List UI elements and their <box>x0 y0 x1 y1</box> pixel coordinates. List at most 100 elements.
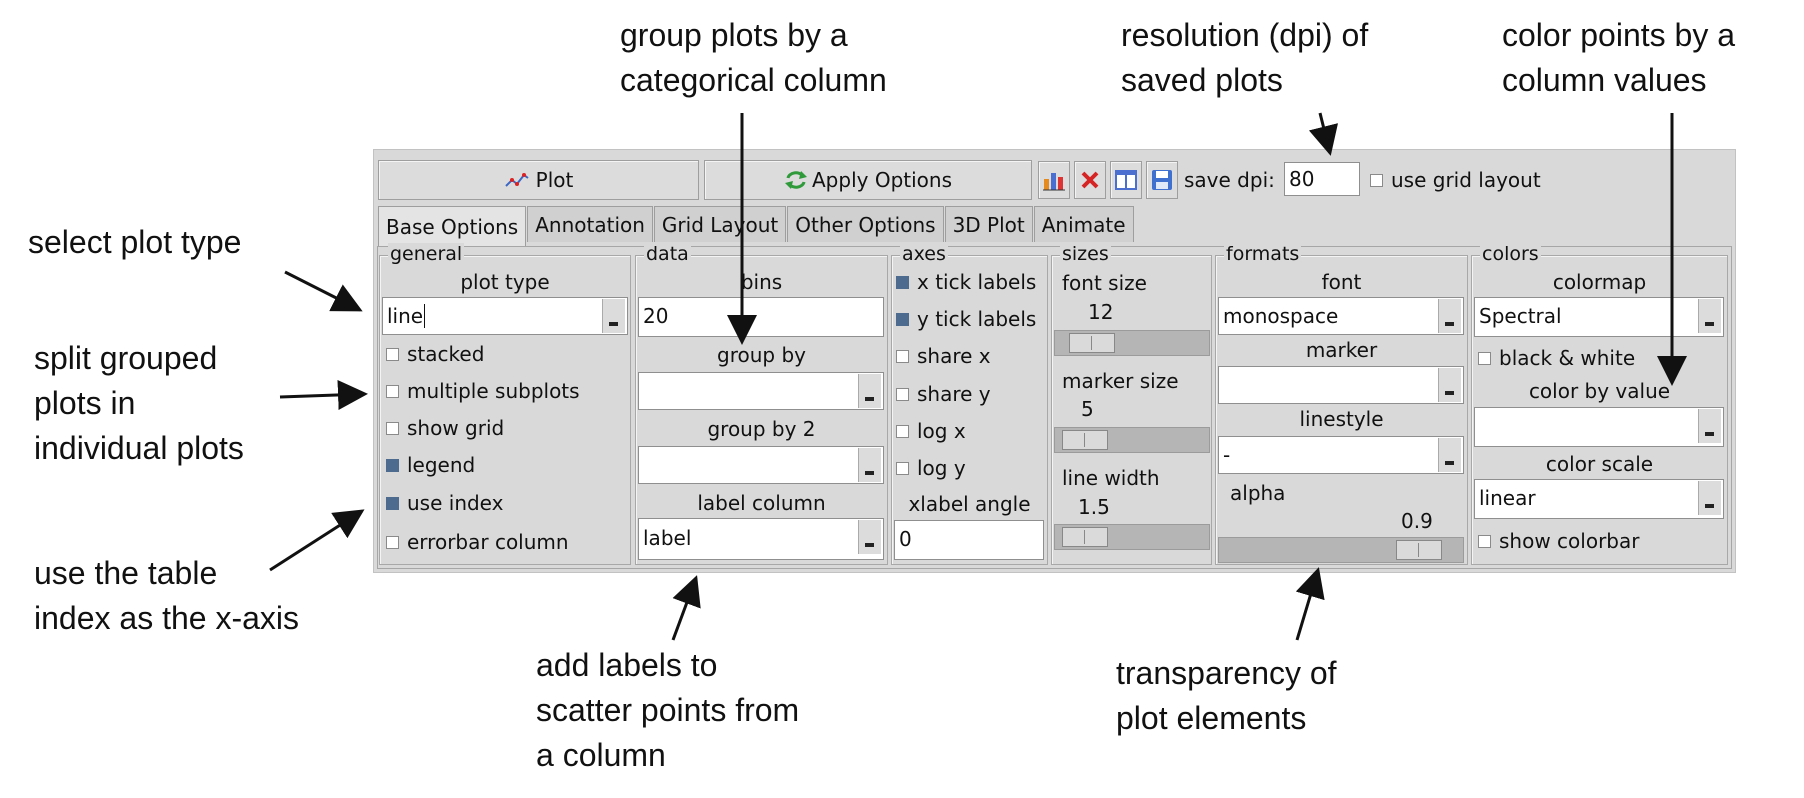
checkbox-label: log x <box>917 419 966 443</box>
save-dpi-input[interactable]: 80 <box>1284 162 1360 196</box>
use-index-checkbox[interactable]: use index <box>386 489 503 517</box>
bins-input[interactable]: 20 <box>638 297 884 337</box>
alpha-slider[interactable] <box>1218 537 1464 563</box>
chevron-down-icon[interactable] <box>1698 409 1721 443</box>
tab-other-options[interactable]: Other Options <box>787 206 944 242</box>
linestyle-select[interactable]: - <box>1218 436 1464 474</box>
refresh-icon <box>785 171 807 189</box>
checkbox-label: show grid <box>407 416 505 440</box>
slider-thumb[interactable] <box>1062 527 1109 547</box>
colormap-value: Spectral <box>1479 304 1562 328</box>
line-width-slider[interactable] <box>1054 524 1210 550</box>
checkbox-box[interactable] <box>896 387 909 401</box>
chevron-down-icon[interactable] <box>602 299 625 333</box>
log-y-checkbox[interactable]: log y <box>896 454 966 482</box>
split-layout-icon <box>1115 170 1137 190</box>
show-grid-checkbox[interactable]: show grid <box>386 414 504 442</box>
clear-button[interactable] <box>1074 161 1106 199</box>
checkbox-box[interactable] <box>896 424 909 438</box>
color-scale-value: linear <box>1479 486 1536 510</box>
xlabel-angle-input[interactable]: 0 <box>894 520 1044 560</box>
errorbar-column-checkbox[interactable]: errorbar column <box>386 528 569 556</box>
legend-checkbox[interactable]: legend <box>386 451 475 479</box>
chevron-down-icon[interactable] <box>1438 438 1461 472</box>
tab-bar: Base Options Annotation Grid Layout Othe… <box>378 206 1135 246</box>
arrow-plot-type <box>284 270 363 312</box>
x-tick-labels-checkbox[interactable]: x tick labels <box>896 268 1036 296</box>
chevron-down-icon[interactable] <box>858 374 881 408</box>
grid-layout-checkbox[interactable]: use grid layout <box>1370 166 1541 194</box>
checkbox-label: errorbar column <box>407 530 569 554</box>
checkbox-box[interactable] <box>386 384 399 398</box>
y-tick-labels-checkbox[interactable]: y tick labels <box>896 305 1036 333</box>
chevron-down-icon[interactable] <box>1438 299 1461 333</box>
plot-type-value: line <box>387 304 424 328</box>
tab-animate[interactable]: Animate <box>1033 206 1134 242</box>
black-white-checkbox[interactable]: black & white <box>1478 344 1635 372</box>
tab-3d-plot[interactable]: 3D Plot <box>944 206 1033 242</box>
checkbox-box[interactable] <box>1478 351 1491 365</box>
show-colorbar-checkbox[interactable]: show colorbar <box>1478 527 1639 555</box>
colormap-select[interactable]: Spectral <box>1474 297 1724 337</box>
checkbox-box[interactable] <box>386 535 399 549</box>
marker-size-slider[interactable] <box>1054 427 1210 453</box>
marker-select[interactable] <box>1218 366 1464 404</box>
data-title: data <box>644 243 691 265</box>
line-chart-icon <box>504 173 529 187</box>
annotation-transparency: transparency of plot elements <box>1116 655 1337 736</box>
multiple-subplots-checkbox[interactable]: multiple subplots <box>386 377 580 405</box>
checkbox-box[interactable] <box>896 275 909 289</box>
group-by-2-select[interactable] <box>638 446 884 484</box>
slider-thumb[interactable] <box>1395 540 1442 560</box>
grid-layout-box[interactable] <box>1370 173 1383 187</box>
slider-thumb[interactable] <box>1062 430 1109 450</box>
checkbox-box[interactable] <box>386 347 399 361</box>
color-by-value-select[interactable] <box>1474 407 1724 447</box>
log-x-checkbox[interactable]: log x <box>896 417 966 445</box>
axes-group: axes x tick labels y tick labels share x… <box>891 243 1048 565</box>
checkbox-label: log y <box>917 456 966 480</box>
checkbox-box[interactable] <box>1478 534 1491 548</box>
color-scale-label: color scale <box>1545 452 1654 476</box>
chevron-down-icon[interactable] <box>858 448 881 482</box>
label-column-select[interactable]: label <box>638 518 884 560</box>
checkbox-label: stacked <box>407 342 485 366</box>
chevron-down-icon[interactable] <box>1698 299 1721 333</box>
font-size-slider[interactable] <box>1054 330 1210 356</box>
color-scale-select[interactable]: linear <box>1474 479 1724 519</box>
checkbox-box[interactable] <box>896 349 909 363</box>
slider-thumb[interactable] <box>1069 333 1116 353</box>
checkbox-box[interactable] <box>386 421 399 435</box>
checkbox-box[interactable] <box>386 496 399 510</box>
bar-chart-button[interactable] <box>1038 161 1070 199</box>
checkbox-box[interactable] <box>386 458 399 472</box>
stacked-checkbox[interactable]: stacked <box>386 340 484 368</box>
alpha-label: alpha <box>1230 481 1286 505</box>
base-options-content: general plot type line stacked multiple … <box>377 243 1732 569</box>
group-by-label: group by <box>717 343 806 367</box>
apply-options-button[interactable]: Apply Options <box>704 160 1032 200</box>
tab-base-options[interactable]: Base Options <box>378 206 527 246</box>
checkbox-box[interactable] <box>896 312 909 326</box>
share-y-checkbox[interactable]: share y <box>896 380 991 408</box>
tab-annotation[interactable]: Annotation <box>527 206 653 242</box>
linestyle-value: - <box>1223 443 1231 467</box>
share-x-checkbox[interactable]: share x <box>896 342 991 370</box>
layout-button[interactable] <box>1110 161 1142 199</box>
checkbox-box[interactable] <box>896 461 909 475</box>
grid-layout-label: use grid layout <box>1391 168 1541 192</box>
font-select[interactable]: monospace <box>1218 297 1464 335</box>
data-group: data bins 20 group by group by 2 label c… <box>635 243 888 565</box>
tab-grid-layout[interactable]: Grid Layout <box>653 206 787 242</box>
plot-button[interactable]: Plot <box>378 160 699 200</box>
chevron-down-icon[interactable] <box>1438 368 1461 402</box>
bar-chart-icon <box>1043 173 1065 191</box>
axes-title: axes <box>900 243 948 265</box>
chevron-down-icon[interactable] <box>1698 481 1721 515</box>
save-button[interactable] <box>1146 161 1178 199</box>
plot-type-select[interactable]: line <box>382 297 628 335</box>
group-by-select[interactable] <box>638 372 884 410</box>
general-title: general <box>388 243 465 265</box>
chevron-down-icon[interactable] <box>858 520 881 554</box>
formats-title: formats <box>1224 243 1302 265</box>
